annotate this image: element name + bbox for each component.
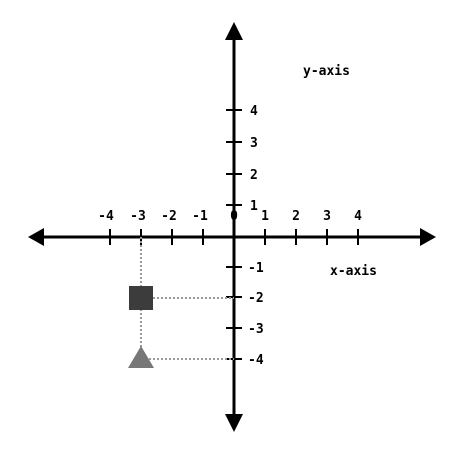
x-tick-label: 3 xyxy=(323,209,331,224)
x-tick-label: 0 xyxy=(230,209,238,224)
plotted-points xyxy=(128,237,234,368)
x-tick-label: 4 xyxy=(354,209,362,224)
x-tick-label: 1 xyxy=(261,209,269,224)
y-axis-title: y-axis xyxy=(303,64,350,79)
y-axis-top-arrow xyxy=(225,22,243,40)
square-point-marker xyxy=(129,286,153,310)
y-tick-label: 2 xyxy=(250,168,258,183)
y-tick-label: 1 xyxy=(250,199,258,214)
y-tick-label: 4 xyxy=(250,104,258,119)
x-tick-label: -4 xyxy=(98,209,114,224)
x-axis-left-arrow xyxy=(28,228,44,246)
x-tick-label: 2 xyxy=(292,209,300,224)
y-tick-label: -2 xyxy=(248,291,264,306)
y-tick-label: -3 xyxy=(248,322,264,337)
x-axis-right-arrow xyxy=(420,228,436,246)
y-tick-label: -4 xyxy=(248,353,264,368)
y-axis-bottom-arrow xyxy=(225,414,243,432)
x-ticks xyxy=(109,229,359,245)
x-tick-label: -1 xyxy=(192,209,208,224)
y-tick-label: 3 xyxy=(250,136,258,151)
y-tick-label: -1 xyxy=(248,261,264,276)
x-tick-label: -2 xyxy=(161,209,177,224)
triangle-point-marker xyxy=(128,346,154,368)
y-tick-labels: 4 3 2 1 -1 -2 -3 -4 xyxy=(248,104,264,368)
x-tick-labels: -4 -3 -2 -1 0 1 2 3 4 xyxy=(98,209,362,224)
x-axis-title: x-axis xyxy=(330,264,377,279)
x-tick-label: -3 xyxy=(130,209,146,224)
